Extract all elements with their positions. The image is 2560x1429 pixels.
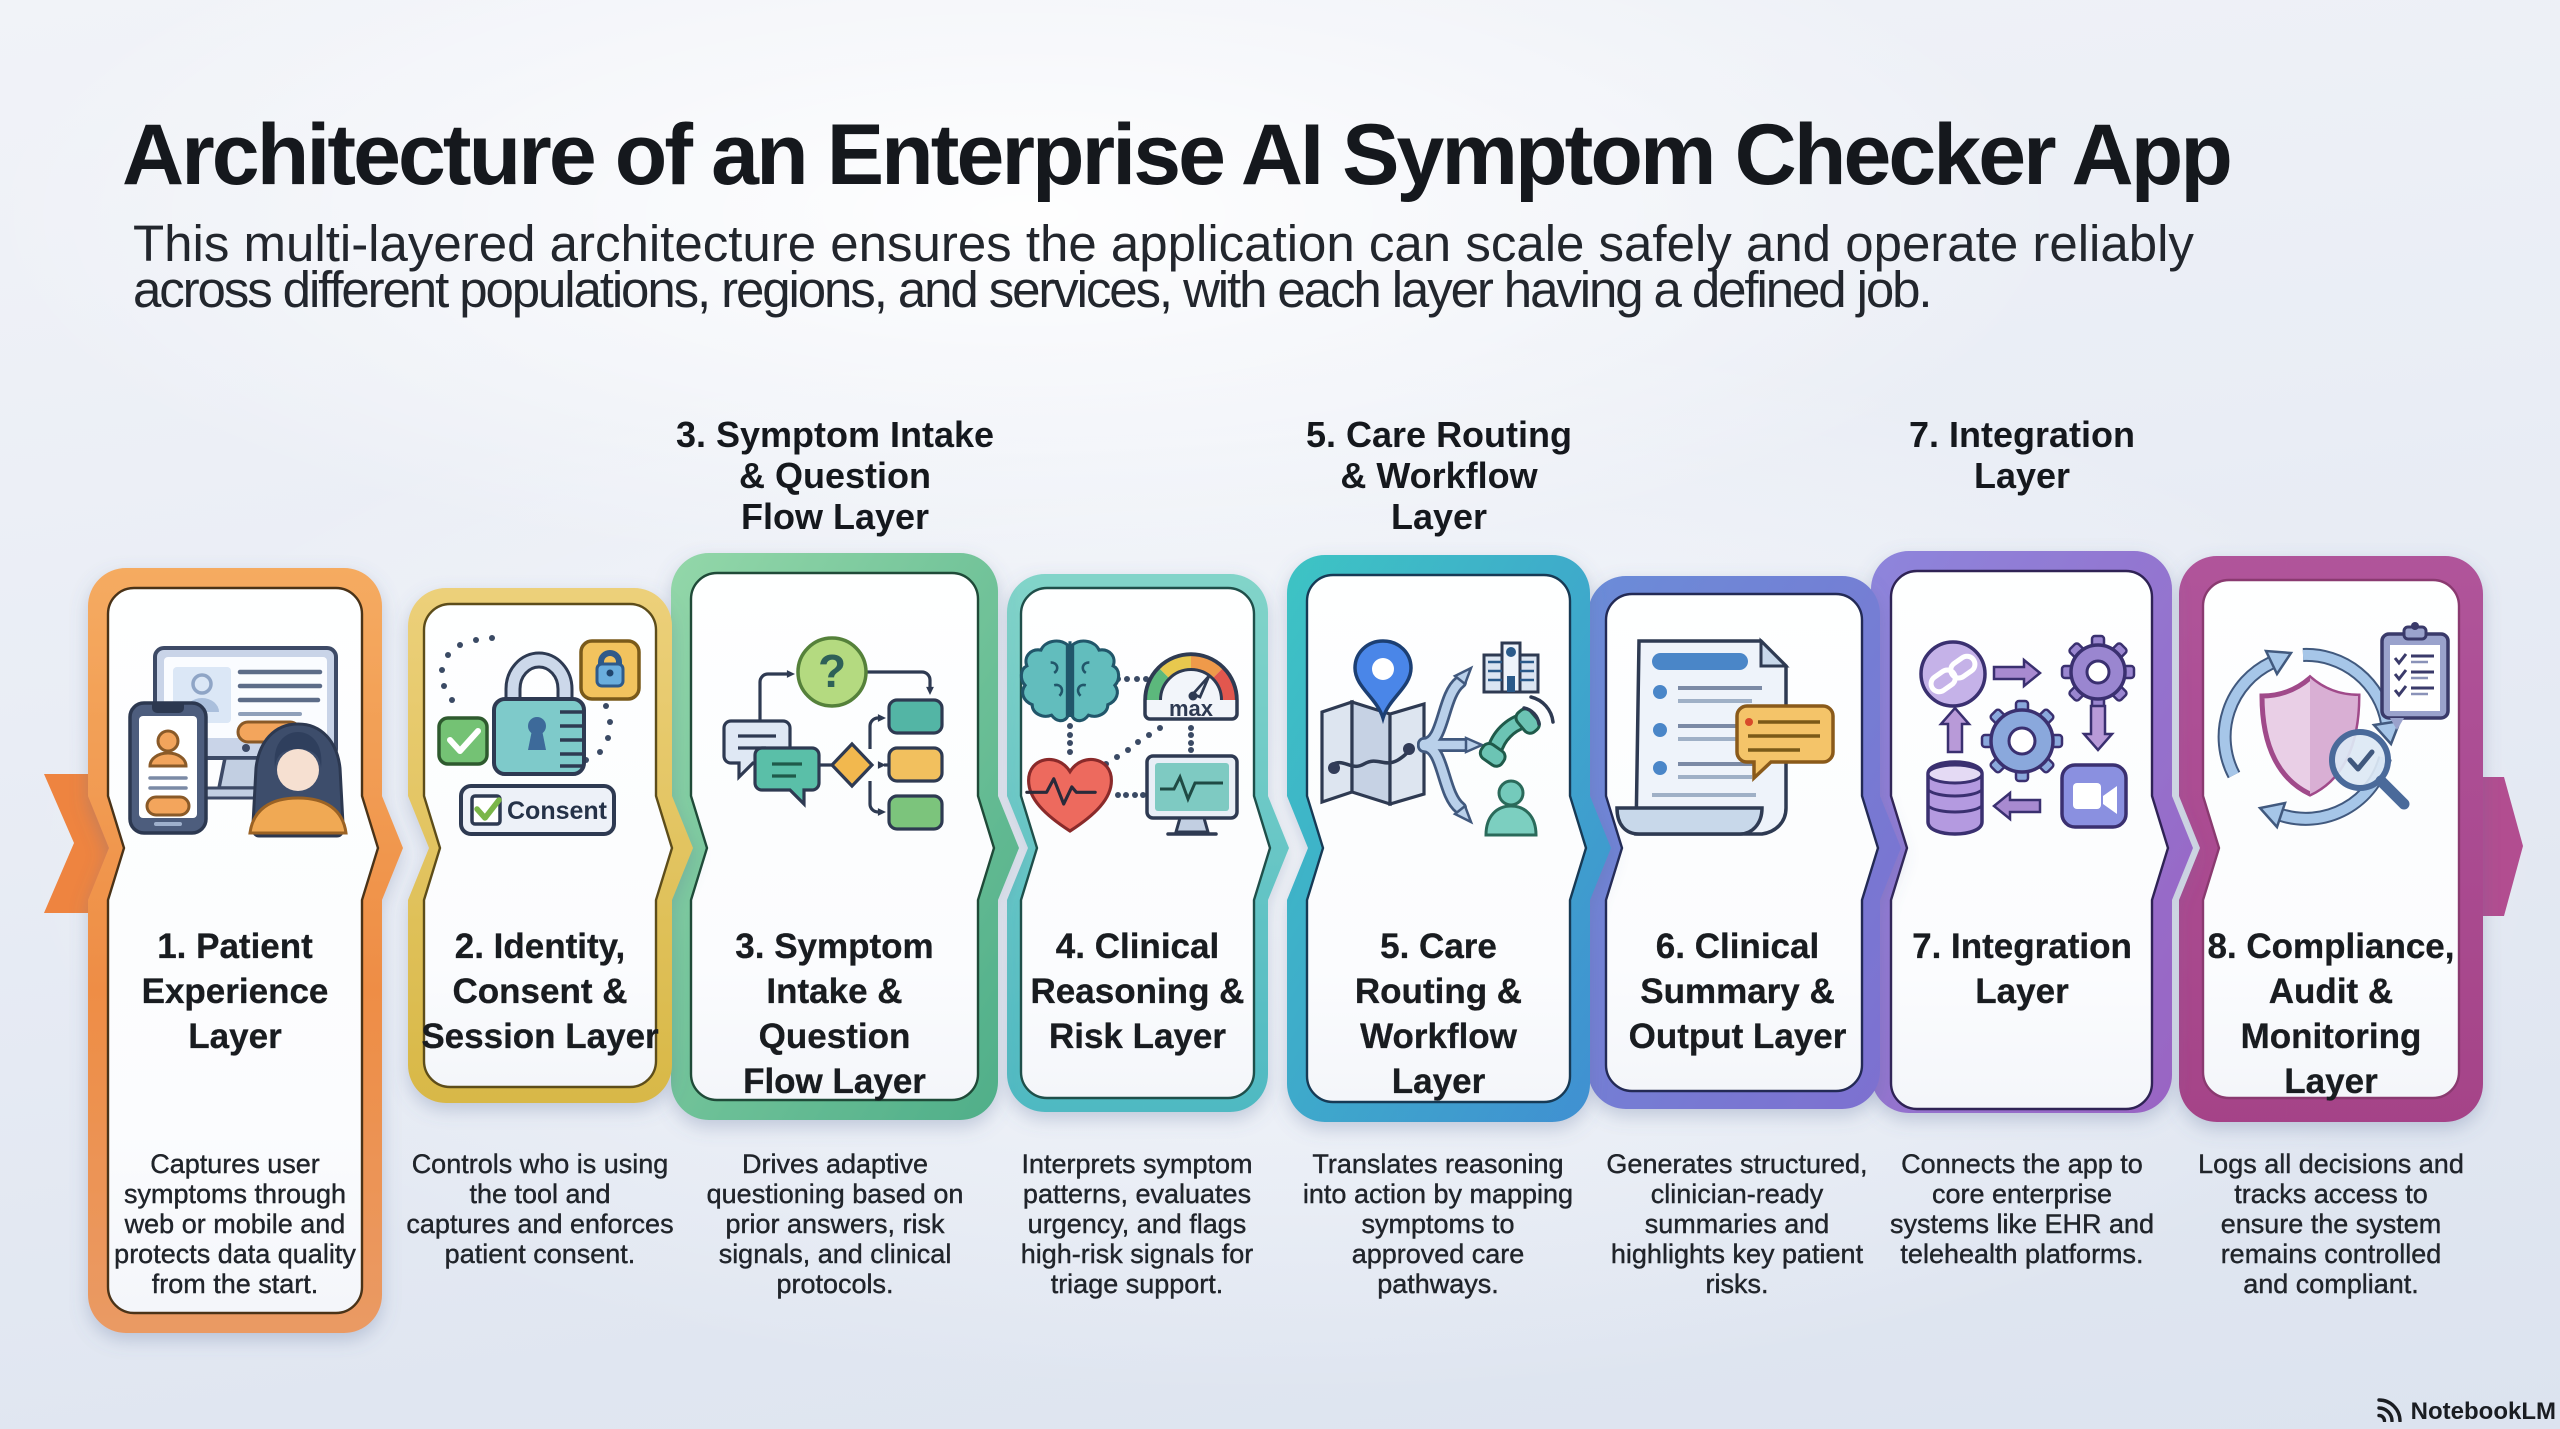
svg-text:Consent: Consent: [507, 797, 608, 825]
svg-text:?: ?: [818, 645, 846, 697]
svg-text:max: max: [1169, 696, 1214, 721]
